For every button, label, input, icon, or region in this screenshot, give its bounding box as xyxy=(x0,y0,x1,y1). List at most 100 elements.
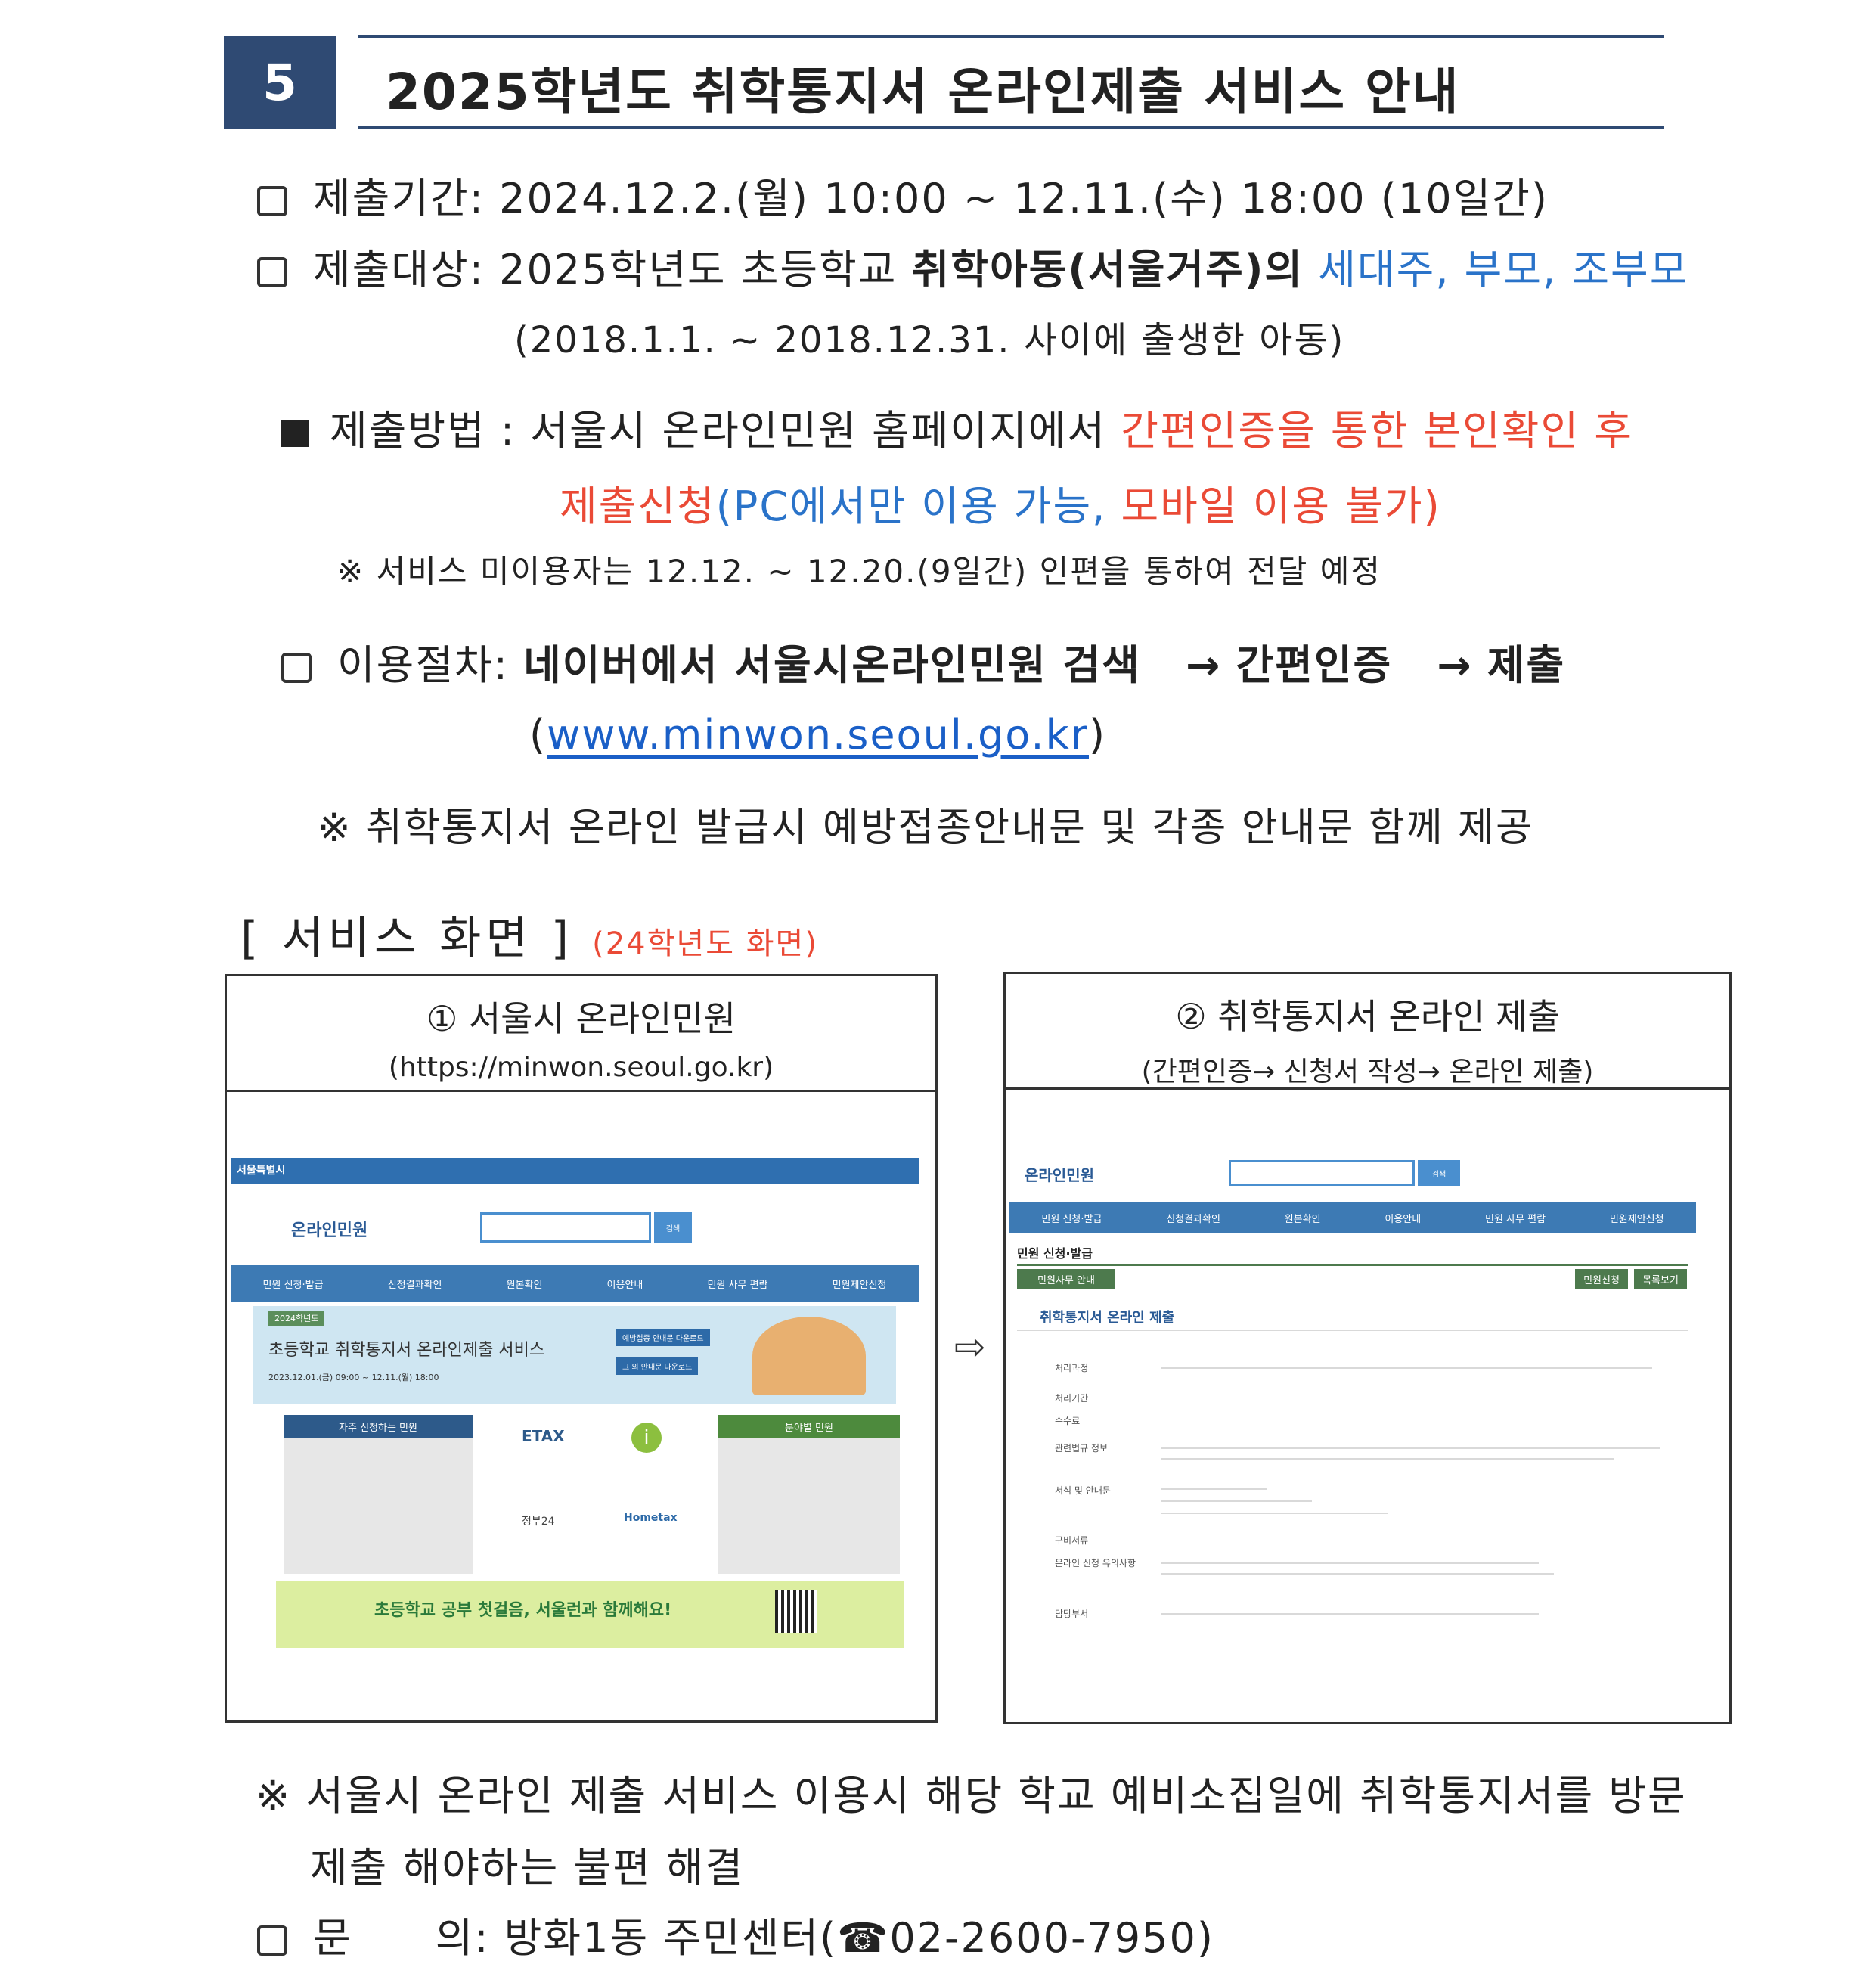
row-value-bar xyxy=(1161,1458,1614,1460)
banner-title: 초등학교 취학통지서 온라인제출 서비스 xyxy=(268,1341,545,1360)
target-label: 제출대상: xyxy=(313,246,485,293)
nav-item[interactable]: 원본확인 xyxy=(506,1279,543,1291)
minwon-nav: 민원 신청·발급 신청결과확인 원본확인 이용안내 민원 사무 편람 민원제안신… xyxy=(1009,1202,1696,1233)
minwon-logo: 온라인민원 xyxy=(291,1221,368,1240)
nav-item[interactable]: 신청결과확인 xyxy=(387,1279,442,1291)
section-rule xyxy=(1017,1264,1688,1266)
minwon-search-input[interactable] xyxy=(1229,1160,1415,1186)
header-top-rule xyxy=(358,35,1664,38)
row-value-bar xyxy=(1161,1500,1312,1502)
procedure-step2: 간편인증 xyxy=(1236,641,1393,689)
header-bottom-rule xyxy=(358,126,1664,129)
minwon-search-button[interactable]: 검색 xyxy=(654,1212,692,1243)
filled-square-icon xyxy=(281,420,309,448)
period-days: (10일간) xyxy=(1380,175,1549,222)
service-panel-2: ② 취학통지서 온라인 제출 (간편인증→ 신청서 작성→ 온라인 제출) 온라… xyxy=(1003,972,1732,1724)
nav-item[interactable]: 민원 신청·발급 xyxy=(1041,1213,1102,1225)
period-row: 제출기간: 2024.12.2.(월) 10:00 ~ 12.11.(수) 18… xyxy=(257,165,1549,225)
checkbox-icon xyxy=(257,1925,287,1956)
row-value-bar xyxy=(1161,1573,1554,1575)
minwon-logo: 온라인민원 xyxy=(1025,1166,1094,1184)
panel-2-subtitle: (간편인증→ 신청서 작성→ 온라인 제출) xyxy=(1141,1056,1594,1087)
procedure-arrow2: → xyxy=(1437,641,1473,689)
footer-note-line-2: 제출 해야하는 불편 해결 xyxy=(310,1844,745,1891)
row-label: 처리과정 xyxy=(1055,1363,1089,1373)
row-value-bar xyxy=(1161,1488,1267,1490)
method-row-2: 제출신청(PC에서만 이용 가능, 모바일 이용 불가) xyxy=(560,473,1441,532)
target-plain: 2025학년도 초등학교 xyxy=(499,246,898,293)
info-icon[interactable]: i xyxy=(631,1423,662,1453)
panel-arrow-icon: ⇨ xyxy=(954,1325,986,1369)
method-colon: : xyxy=(500,407,516,455)
row-value-bar xyxy=(1161,1513,1388,1514)
row-label: 처리기간 xyxy=(1055,1393,1089,1404)
seoul-brand: 서울특별시 xyxy=(237,1165,286,1177)
apply-button[interactable]: 민원신청 xyxy=(1575,1269,1628,1289)
method-red2: 제출신청 xyxy=(560,482,716,530)
period-label: 제출기간: xyxy=(313,175,485,222)
nav-item[interactable]: 민원 신청·발급 xyxy=(262,1279,324,1291)
nav-item[interactable]: 이용안내 xyxy=(606,1279,643,1291)
note-mark: ※ xyxy=(256,1772,292,1820)
method-red1: 간편인증을 통한 본인확인 후 xyxy=(1121,407,1633,455)
checkbox-icon xyxy=(257,257,287,288)
nav-item[interactable]: 민원 사무 편람 xyxy=(707,1279,768,1291)
method-label: 제출방법 xyxy=(330,407,486,455)
section-number-badge: 5 xyxy=(224,36,336,129)
minwon-search-button[interactable]: 검색 xyxy=(1418,1160,1460,1186)
panel-2-title: ② 취학통지서 온라인 제출 xyxy=(1175,996,1560,1037)
banner-badge: 2024학년도 xyxy=(268,1311,325,1326)
url-close-paren: ) xyxy=(1089,711,1107,759)
nav-item[interactable]: 이용안내 xyxy=(1385,1213,1422,1225)
row-value-bar xyxy=(1161,1367,1652,1369)
etax-logo[interactable]: ETAX xyxy=(522,1427,565,1445)
tab-minwon-guide[interactable]: 민원사무 안내 xyxy=(1017,1269,1115,1289)
service-heading-row: [ 서비스 화면 ] (24학년도 화면) xyxy=(240,901,818,967)
contact-label-a: 문 xyxy=(313,1914,352,1962)
minwon-url-link[interactable]: www.minwon.seoul.go.kr xyxy=(547,711,1089,759)
frequent-minwon-title: 자주 신청하는 민원 xyxy=(284,1415,473,1438)
nav-item[interactable]: 원본확인 xyxy=(1284,1213,1321,1225)
row-value-bar xyxy=(1161,1562,1539,1564)
nav-item[interactable]: 민원제안신청 xyxy=(1609,1213,1664,1225)
panel-1-subtitle: (https://minwon.seoul.go.kr) xyxy=(388,1052,774,1083)
target-note: (2018.1.1. ~ 2018.12.31. 사이에 출생한 아동) xyxy=(514,319,1345,361)
method-blue: (PC에서만 이용 가능, xyxy=(715,482,1107,530)
contact-label-b: 의: xyxy=(435,1914,490,1962)
service-banner[interactable]: 2024학년도 초등학교 취학통지서 온라인제출 서비스 2023.12.01.… xyxy=(253,1306,896,1404)
banner-download-2[interactable]: 그 외 안내문 다운로드 xyxy=(616,1357,699,1375)
row-label: 서식 및 안내문 xyxy=(1055,1485,1111,1496)
row-label: 수수료 xyxy=(1055,1416,1081,1426)
checkbox-icon xyxy=(257,186,287,217)
minwon-submit-screenshot: 온라인민원 검색 민원 신청·발급 신청결과확인 원본확인 이용안내 민원 사무… xyxy=(1009,1148,1696,1594)
url-open-paren: ( xyxy=(529,711,547,759)
qr-code-icon xyxy=(775,1590,817,1633)
target-blue: 세대주, 부모, 조부모 xyxy=(1318,246,1689,293)
nav-item[interactable]: 민원 사무 편람 xyxy=(1485,1213,1546,1225)
footer-note-row: ※ 서울시 온라인 제출 서비스 이용시 해당 학교 예비소집일에 취학통지서를… xyxy=(256,1762,1687,1822)
seoul-top-bar: 서울특별시 xyxy=(231,1158,919,1184)
procedure-step1: 네이버에서 서울시온라인민원 검색 xyxy=(523,641,1141,689)
method-note: 서비스 미이용자는 12.12. ~ 12.20.(9일간) 인편을 통하여 전… xyxy=(376,553,1382,590)
procedure-url-row: (www.minwon.seoul.go.kr) xyxy=(529,711,1106,759)
service-panel-1: ① 서울시 온라인민원 (https://minwon.seoul.go.kr)… xyxy=(225,974,938,1723)
school-illustration-icon xyxy=(752,1317,866,1395)
nav-item[interactable]: 민원제안신청 xyxy=(832,1279,887,1291)
form-title: 취학통지서 온라인 제출 xyxy=(1040,1310,1175,1326)
method-red3: 모바일 이용 불가) xyxy=(1121,482,1441,530)
gov24-logo[interactable]: 정부24 xyxy=(522,1516,555,1528)
minwon-home-screenshot: 서울특별시 온라인민원 검색 민원 신청·발급 신청결과확인 원본확인 이용안내… xyxy=(231,1158,919,1649)
row-value-bar xyxy=(1161,1447,1660,1449)
method-row: 제출방법 : 서울시 온라인민원 홈페이지에서 간편인증을 통한 본인확인 후 xyxy=(281,397,1633,457)
category-minwon-box: 분야별 민원 xyxy=(718,1415,900,1574)
method-note-row: ※ 서비스 미이용자는 12.12. ~ 12.20.(9일간) 인편을 통하여… xyxy=(336,546,1381,592)
banner-download-1[interactable]: 예방접종 안내문 다운로드 xyxy=(616,1329,710,1346)
note-mark: ※ xyxy=(336,553,365,590)
nav-item[interactable]: 신청결과확인 xyxy=(1166,1213,1220,1225)
period-value: 2024.12.2.(월) 10:00 ~ 12.11.(수) 18:00 xyxy=(499,175,1366,222)
minwon-search-input[interactable] xyxy=(480,1212,651,1243)
list-button[interactable]: 목록보기 xyxy=(1634,1269,1687,1289)
hometax-logo[interactable]: Hometax xyxy=(624,1512,678,1524)
promo-text: 초등학교 공부 첫걸음, 서울런과 함께해요! xyxy=(374,1601,672,1620)
seoul-learn-promo[interactable]: 초등학교 공부 첫걸음, 서울런과 함께해요! xyxy=(276,1581,904,1648)
